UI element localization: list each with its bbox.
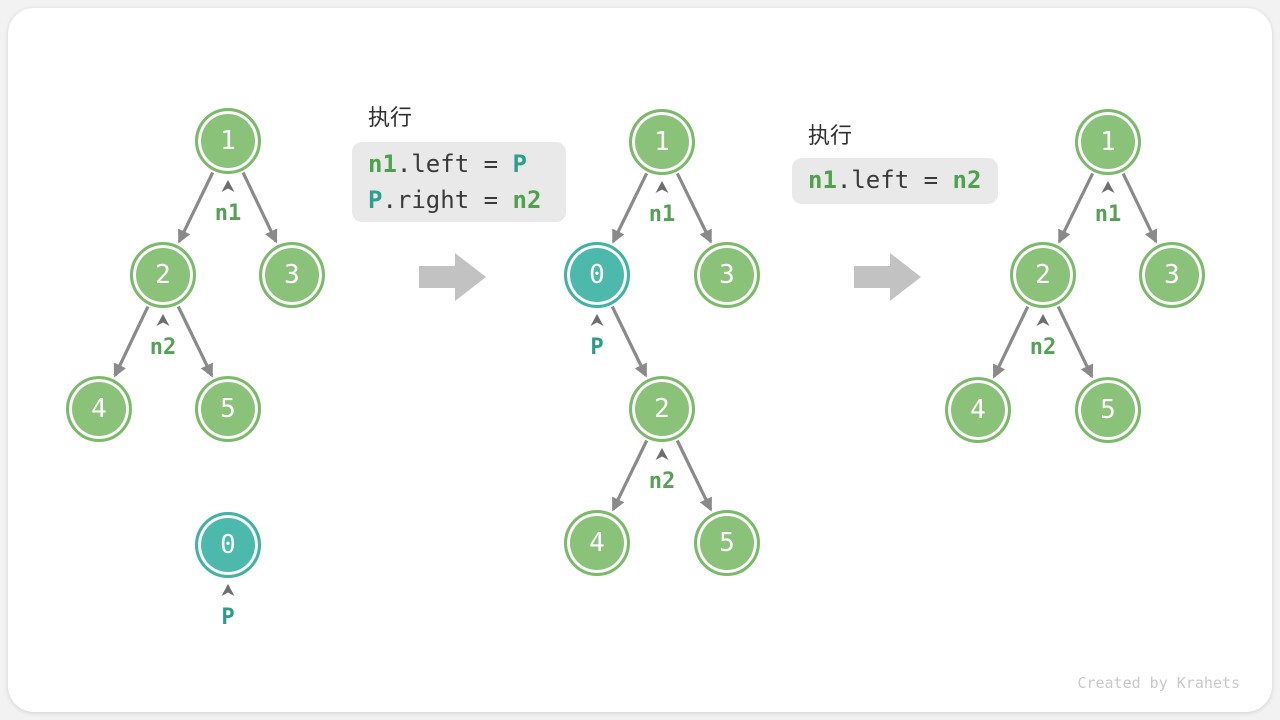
pointer-caret-icon <box>221 584 235 596</box>
tree-node: 2 <box>629 376 695 442</box>
pointer-label: n1 <box>214 201 242 226</box>
pointer-caret-icon <box>156 314 170 326</box>
pointer-caret-icon <box>590 314 604 326</box>
tree-node-label: 1 <box>654 127 670 157</box>
tree-node-label: 4 <box>589 528 605 558</box>
code-block-title: 执行 <box>808 123 853 148</box>
code-token: P <box>368 186 383 214</box>
code-token: n2 <box>512 186 542 214</box>
code-line: n1.left = n2 <box>808 162 982 198</box>
tree-node: 4 <box>564 510 630 576</box>
tree-node: 0 <box>195 512 261 578</box>
tree-edge <box>1057 172 1095 244</box>
code-token: .left = <box>836 166 953 194</box>
code-token: n1 <box>808 166 837 194</box>
tree-edge <box>992 305 1030 379</box>
tree-node-label: 1 <box>1100 127 1116 157</box>
code-line: P.right = n2 <box>368 182 550 218</box>
code-token: n2 <box>952 166 982 194</box>
tree-node-label: 2 <box>155 260 171 290</box>
code-block: n1.left = n2 <box>792 158 998 204</box>
pointer-label: n1 <box>648 202 676 227</box>
tree-node: 1 <box>1075 109 1141 175</box>
tree-edge <box>1056 305 1094 379</box>
pointer-label: P <box>590 335 604 360</box>
tree-node-label: 4 <box>91 394 107 424</box>
tree-node-label: 5 <box>220 394 236 424</box>
step-arrow-icon <box>419 253 486 301</box>
code-token: .left = <box>396 150 513 178</box>
tree-node: 1 <box>195 108 261 174</box>
tree-edge <box>1121 172 1158 244</box>
tree-edge <box>610 305 648 378</box>
tree-node-label: 2 <box>1035 260 1051 290</box>
tree-node-label: 0 <box>220 530 236 560</box>
tree-node: 1 <box>629 109 695 175</box>
tree-node: 5 <box>694 510 760 576</box>
tree-node: 2 <box>1010 242 1076 308</box>
pointer-caret-icon <box>221 180 235 192</box>
pointer-label: n2 <box>149 335 177 360</box>
tree-edge <box>241 171 278 244</box>
tree-edge <box>177 171 215 244</box>
tree-edge <box>675 439 713 512</box>
tree-node-label: 1 <box>220 126 236 156</box>
tree-node-label: 2 <box>654 394 670 424</box>
tree-node: 4 <box>66 376 132 442</box>
tree-node: 2 <box>130 242 196 308</box>
tree-node-label: 3 <box>719 260 735 290</box>
code-token: .right = <box>382 186 513 214</box>
tree-edge <box>675 172 713 244</box>
tree-node-label: 3 <box>1164 260 1180 290</box>
tree-edge <box>611 172 649 244</box>
tree-node: 3 <box>694 242 760 308</box>
code-token: P <box>512 150 527 178</box>
tree-node: 3 <box>1139 242 1205 308</box>
pointer-caret-icon <box>655 181 669 193</box>
tree-node-label: 0 <box>589 260 605 290</box>
pointer-caret-icon <box>1101 181 1115 193</box>
tree-edge <box>176 305 214 378</box>
pointer-label: n2 <box>1029 335 1057 360</box>
code-token: n1 <box>368 150 397 178</box>
tree-node-label: 5 <box>719 528 735 558</box>
tree-node-label: 5 <box>1100 395 1116 425</box>
tree-node: 3 <box>259 242 325 308</box>
tree-node: 0 <box>564 242 630 308</box>
tree-edge <box>611 439 649 512</box>
tree-node: 5 <box>1075 377 1141 443</box>
tree-node: 5 <box>195 376 261 442</box>
pointer-caret-icon <box>655 448 669 460</box>
tree-node-label: 4 <box>970 395 986 425</box>
pointer-label: P <box>221 605 235 630</box>
credit-text: Created by Krahets <box>1077 674 1240 692</box>
tree-node: 4 <box>945 377 1011 443</box>
pointer-label: n1 <box>1094 202 1122 227</box>
pointer-label: n2 <box>648 469 676 494</box>
tree-node-label: 3 <box>284 260 300 290</box>
code-block-title: 执行 <box>368 105 413 130</box>
pointer-caret-icon <box>1036 314 1050 326</box>
code-line: n1.left = P <box>368 146 550 182</box>
step-arrow-icon <box>854 253 921 301</box>
tree-edge <box>113 305 150 378</box>
